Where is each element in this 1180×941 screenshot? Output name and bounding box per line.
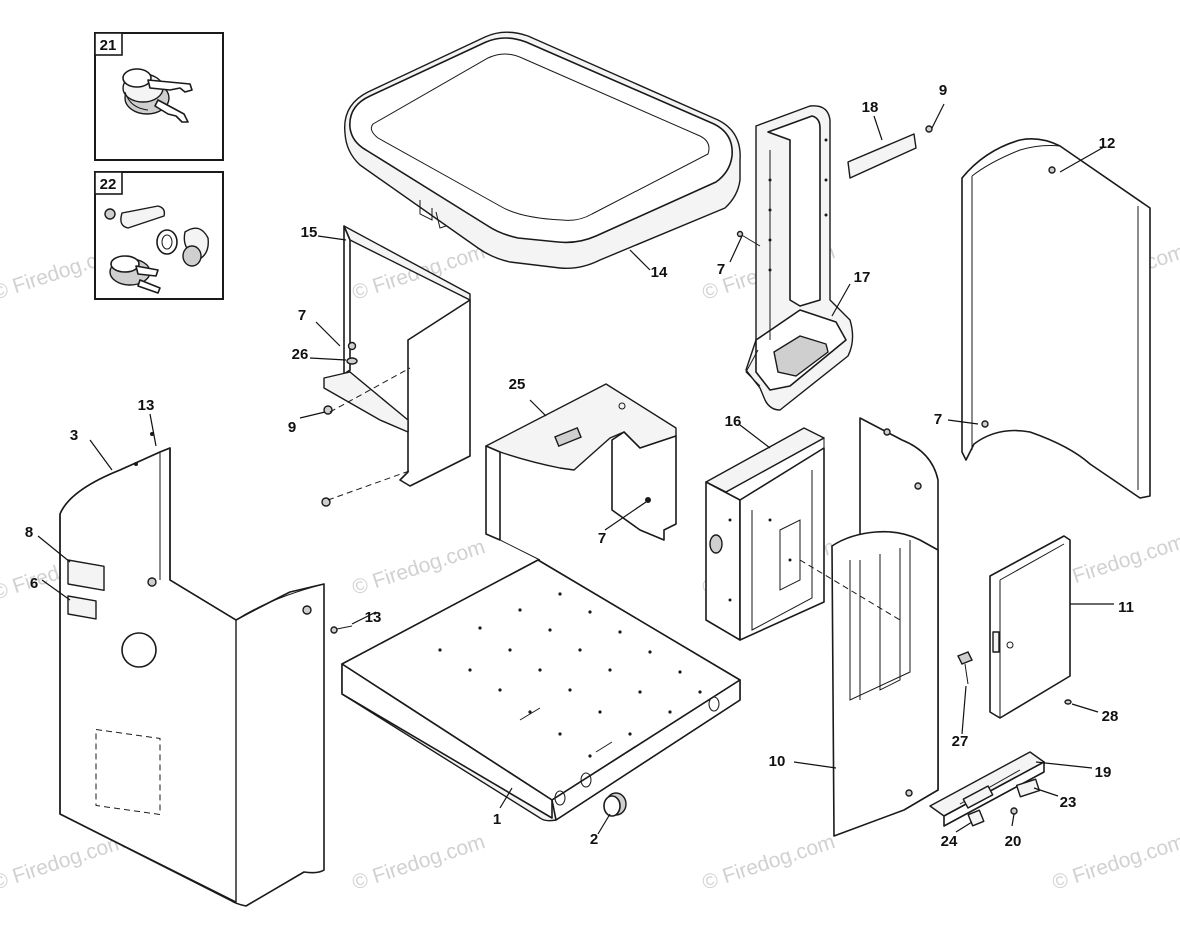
inset-number: 21 (100, 37, 117, 54)
part-1-base (341, 559, 741, 822)
watermark-text: © Firedog.com (699, 830, 837, 895)
watermark-text: © Firedog.com (1049, 830, 1180, 895)
inset-22-lock-assembly: 22 (94, 171, 224, 300)
base-hole-pattern (438, 592, 702, 758)
callout-9: 9 (939, 82, 947, 99)
key-icon (122, 68, 193, 123)
callout-7: 7 (298, 307, 306, 324)
callout-15: 15 (301, 224, 318, 241)
inset-number-box (94, 171, 123, 195)
callout-19: 19 (1095, 764, 1112, 781)
callout-16: 16 (725, 413, 742, 430)
watermark-text: © Firedog.com (0, 830, 128, 895)
inset-21-keys: 21 (94, 32, 224, 161)
part-13-screw (330, 625, 353, 634)
callout-24: 24 (941, 833, 958, 850)
part-28-washer (1064, 699, 1072, 705)
part-7-screw-head (736, 230, 744, 238)
watermark-text: © Firedog.com (349, 535, 487, 600)
callout-13: 13 (138, 397, 155, 414)
callout-9: 9 (288, 419, 296, 436)
callout-7: 7 (598, 530, 606, 547)
part-25-center-bracket (485, 383, 677, 561)
callout-3: 3 (70, 427, 78, 444)
lock-parts-icon (104, 205, 209, 294)
part-27-fastener (957, 651, 973, 685)
callout-7: 7 (717, 261, 725, 278)
watermark-text: © Firedog.com (349, 830, 487, 895)
callout-23: 23 (1060, 794, 1077, 811)
callout-1: 1 (493, 811, 501, 828)
part-16-electrical-box (705, 427, 825, 641)
callout-7: 7 (934, 411, 942, 428)
part-19-channel (929, 751, 1045, 827)
inset-number: 22 (100, 176, 117, 193)
part-18-strip (847, 125, 933, 179)
callout-11: 11 (1118, 599, 1134, 616)
callout-17: 17 (854, 269, 871, 286)
callout-18: 18 (862, 99, 879, 116)
callout-14: 14 (651, 264, 668, 281)
callout-labels: 1 2 3 6 7 7 7 7 8 9 9 10 11 12 13 13 14 … (25, 82, 1134, 850)
callout-10: 10 (769, 753, 786, 770)
callout-8: 8 (25, 524, 33, 541)
callout-27: 27 (952, 733, 969, 750)
part-10-front-frame (799, 417, 939, 837)
part-20-screw (1010, 807, 1018, 815)
callout-12: 12 (1099, 135, 1116, 152)
callout-13: 13 (365, 609, 382, 626)
part-11-door (989, 535, 1071, 719)
part-17-duct (745, 105, 854, 411)
callout-25: 25 (509, 376, 526, 393)
part-15-bracket (323, 225, 471, 487)
leader-lines (37, 103, 1114, 835)
callout-28: 28 (1102, 708, 1119, 725)
part-3-left-cover (59, 432, 325, 907)
alignment-line (329, 367, 411, 413)
part-12-rear-panel (961, 138, 1151, 499)
callout-26: 26 (292, 346, 309, 363)
inset-number-box (94, 32, 123, 56)
callout-2: 2 (590, 831, 598, 848)
part-2-plug (603, 792, 627, 817)
part-24-label (967, 809, 985, 827)
part-7-screw (739, 233, 761, 247)
callout-6: 6 (30, 575, 38, 592)
part-23-label (1015, 778, 1041, 798)
callout-20: 20 (1005, 833, 1022, 850)
part-9-nut (323, 405, 333, 415)
part-14-lid (344, 31, 741, 270)
alignment-line (327, 469, 413, 501)
